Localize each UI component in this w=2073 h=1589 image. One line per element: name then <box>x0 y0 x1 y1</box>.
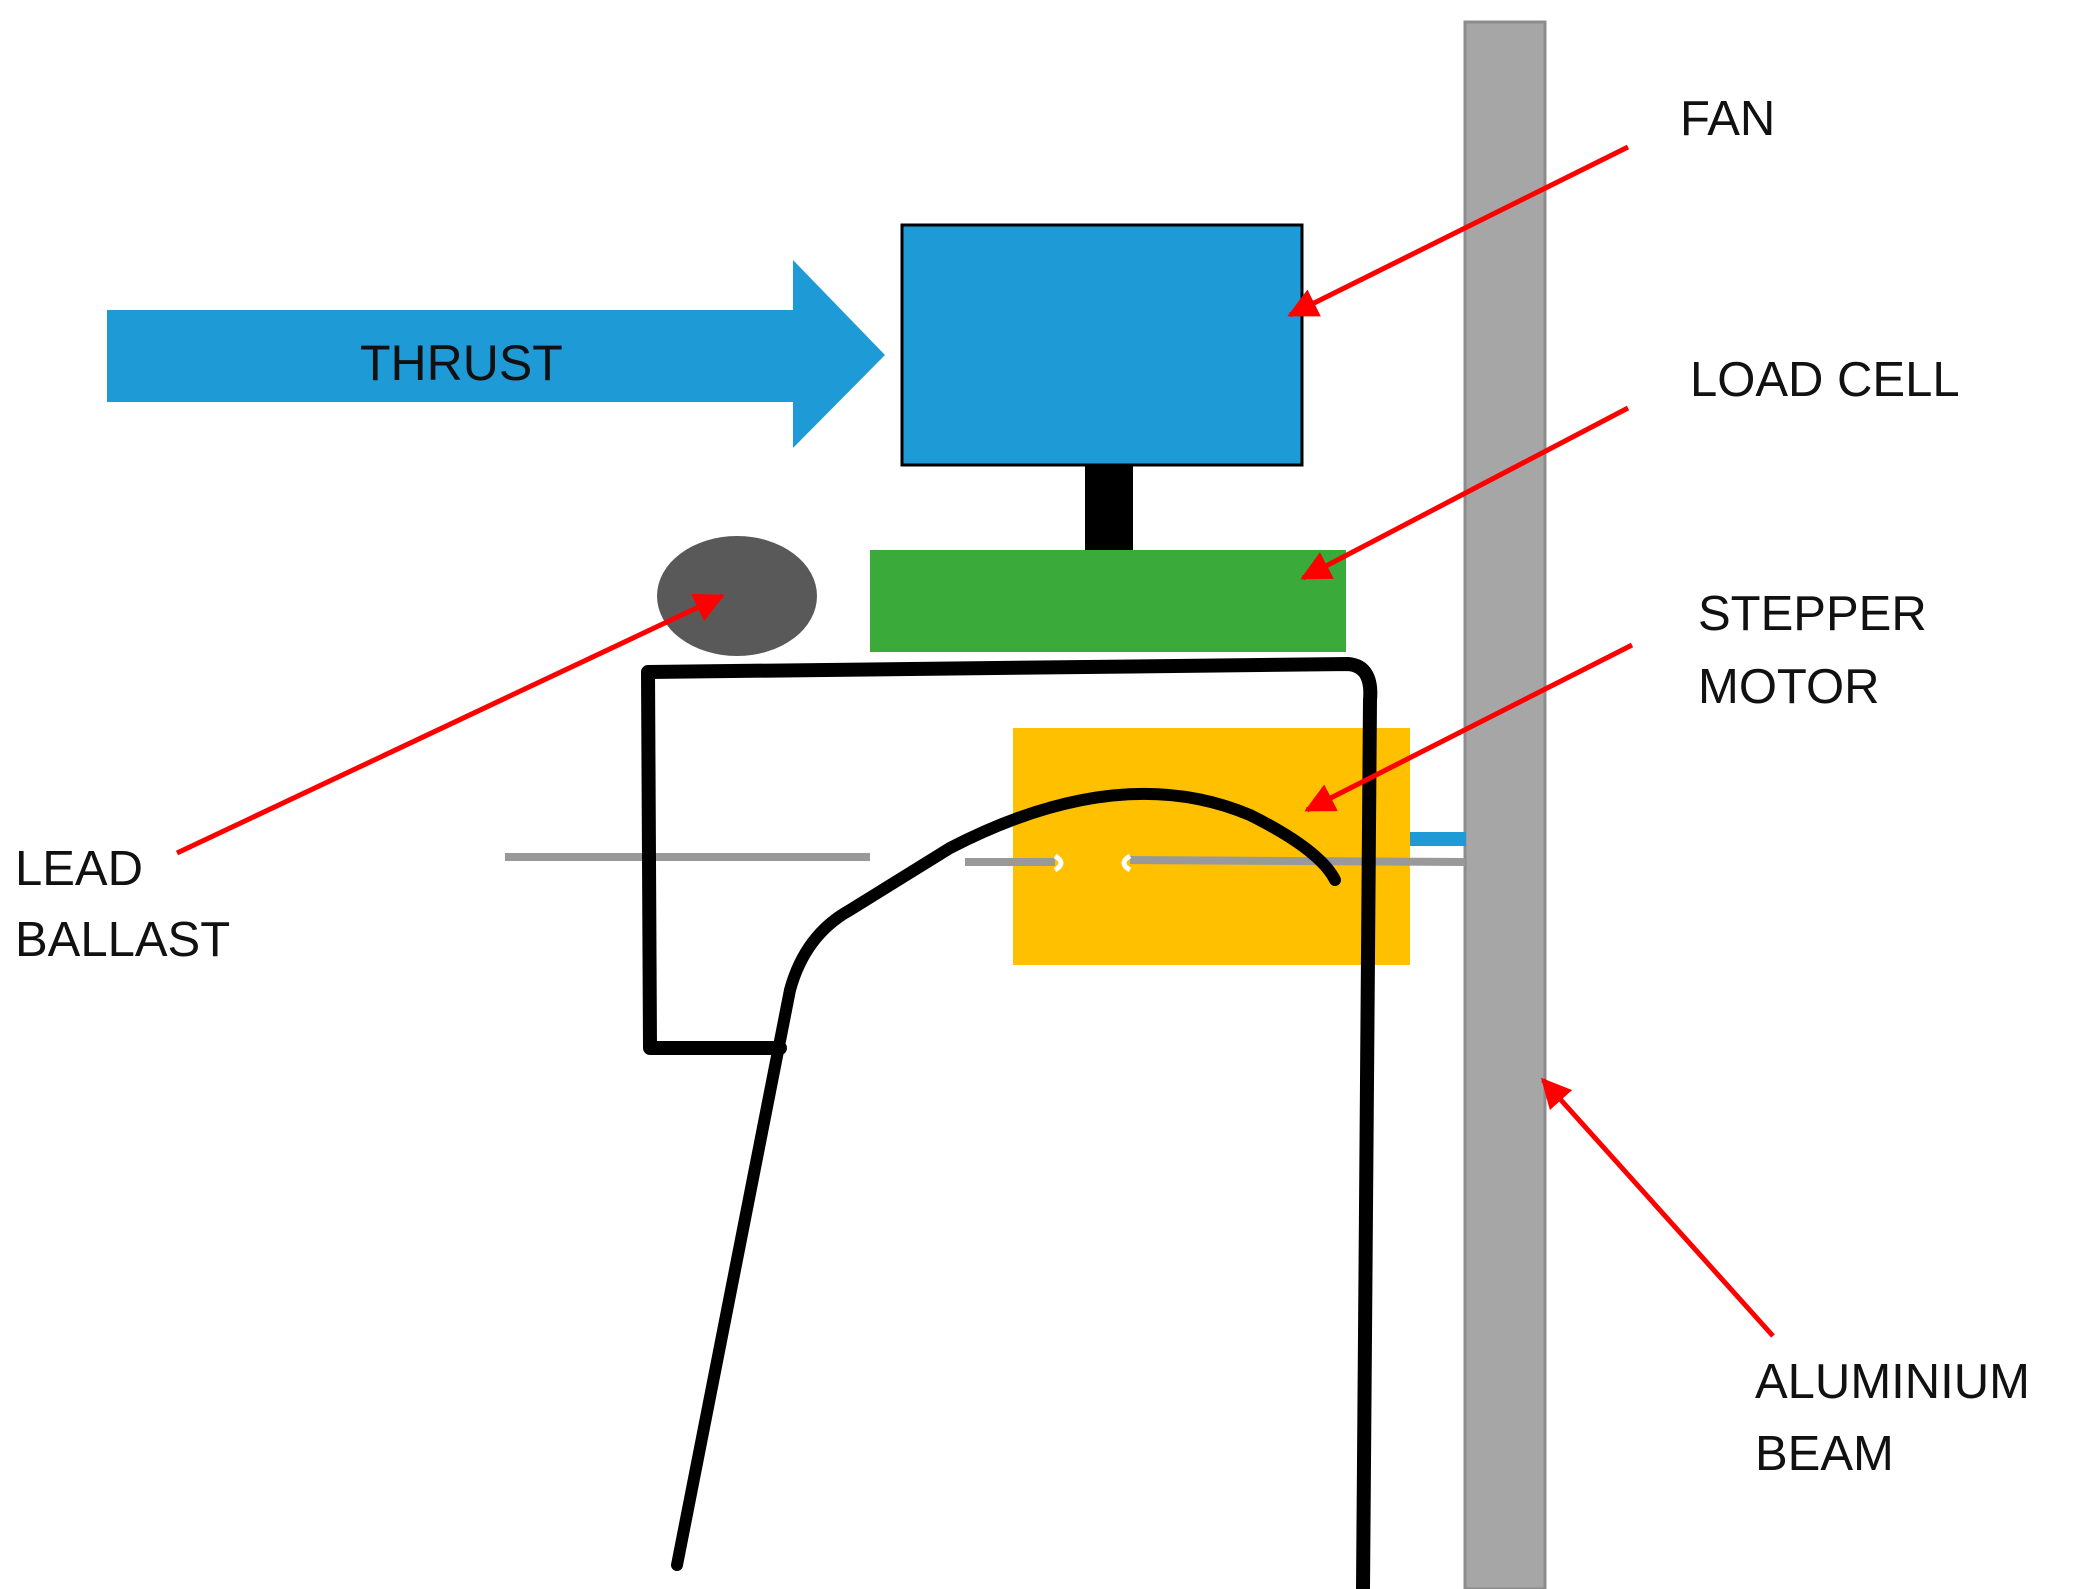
aluminium-beam <box>1463 20 1547 1589</box>
stepper-motor-leader-arrow <box>1304 642 1634 813</box>
shaft-right <box>1129 856 1466 866</box>
fan-label: FAN <box>1680 92 1775 146</box>
lead-ballast <box>657 536 817 656</box>
shaft-gap-mark <box>1053 853 1132 873</box>
load-cell-leader-arrow <box>1300 405 1630 581</box>
load-cell <box>870 550 1346 652</box>
stepper-motor-label-line2: MOTOR <box>1698 660 1879 714</box>
aluminium-beam-label-line2: BEAM <box>1755 1427 1894 1481</box>
beam-connector <box>1410 832 1466 846</box>
stepper-motor-body <box>1013 728 1410 965</box>
load-cell-label: LOAD CELL <box>1690 353 1960 407</box>
lead-ballast-label-line2: BALLAST <box>15 913 230 967</box>
aluminium-beam-leader-arrow <box>1540 1077 1775 1338</box>
frame-leg-curve <box>671 787 1341 1571</box>
frame-outline <box>641 657 1378 1589</box>
lead-ballast-leader-arrow <box>175 593 725 856</box>
fan-mount-post <box>1085 466 1133 550</box>
aluminium-beam-label-line1: ALUMINIUM <box>1755 1355 2030 1409</box>
thrust-arrow <box>107 260 885 448</box>
stepper-motor-label-line1: STEPPER <box>1698 587 1927 641</box>
lead-ballast-label-line1: LEAD <box>15 842 143 896</box>
fan-leader-arrow <box>1287 144 1630 318</box>
fan <box>900 223 1304 467</box>
thrust-label: THRUST <box>360 335 563 391</box>
